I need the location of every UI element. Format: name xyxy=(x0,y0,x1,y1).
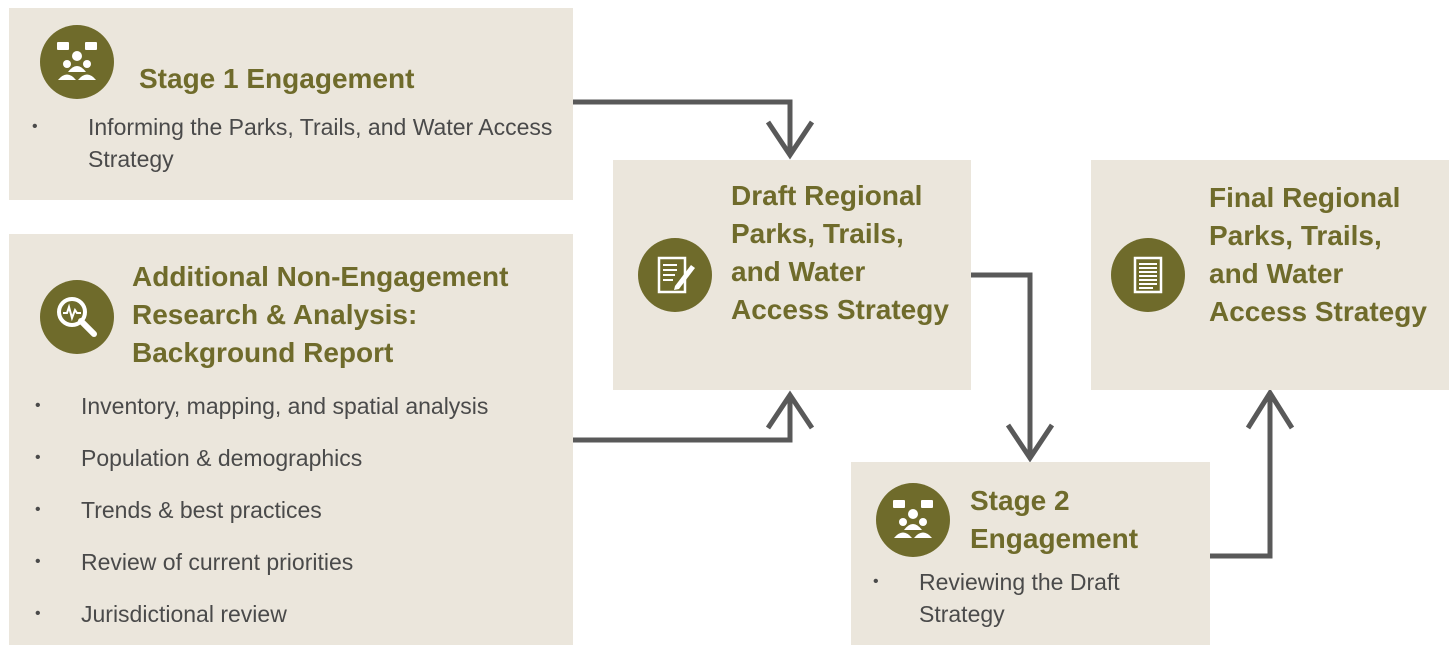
magnifier-analysis-icon xyxy=(40,280,114,354)
arrowhead-stage2-to-final xyxy=(1245,388,1295,430)
arrow-stage2-to-final xyxy=(1210,393,1273,559)
stage1-box: Stage 1 Engagement Informing the Parks, … xyxy=(9,8,573,200)
research-box: Additional Non-Engagement Research & Ana… xyxy=(9,234,573,645)
people-discussion-icon xyxy=(876,483,950,557)
document-pencil-icon xyxy=(638,238,712,312)
stage1-bullets: Informing the Parks, Trails, and Water A… xyxy=(32,111,558,175)
final-box: Final Regional Parks, Trails, and Water … xyxy=(1091,160,1449,390)
list-item: Jurisdictional review xyxy=(35,588,566,640)
arrow-stage1-to-draft xyxy=(573,99,793,152)
stage1-title: Stage 1 Engagement xyxy=(139,63,415,94)
list-item: Trends & best practices xyxy=(35,484,566,536)
arrowhead-research-to-draft xyxy=(765,390,815,430)
list-item: Informing the Parks, Trails, and Water A… xyxy=(32,111,558,175)
arrowhead-draft-to-stage2 xyxy=(1005,423,1055,463)
arrowhead-stage1-to-draft xyxy=(765,120,815,160)
stage2-title: Stage 2 Engagement xyxy=(970,485,1139,554)
stage2-bullets: Reviewing the Draft Strategy xyxy=(873,566,1179,630)
arrow-research-to-draft xyxy=(573,395,793,443)
list-item: Population & demographics xyxy=(35,432,566,484)
research-title: Additional Non-Engagement Research & Ana… xyxy=(132,261,509,368)
list-item: Inventory, mapping, and spatial analysis xyxy=(35,380,566,432)
arrow-draft-to-stage2 xyxy=(971,272,1033,455)
draft-title: Draft Regional Parks, Trails, and Water … xyxy=(731,180,949,325)
final-title: Final Regional Parks, Trails, and Water … xyxy=(1209,182,1427,327)
list-item: Reviewing the Draft Strategy xyxy=(873,566,1179,630)
people-discussion-icon xyxy=(40,25,114,99)
document-icon xyxy=(1111,238,1185,312)
list-item: Review of current priorities xyxy=(35,536,566,588)
draft-box: Draft Regional Parks, Trails, and Water … xyxy=(613,160,971,390)
research-bullets: Inventory, mapping, and spatial analysis… xyxy=(35,380,566,640)
stage2-box: Stage 2 Engagement Reviewing the Draft S… xyxy=(851,462,1210,645)
